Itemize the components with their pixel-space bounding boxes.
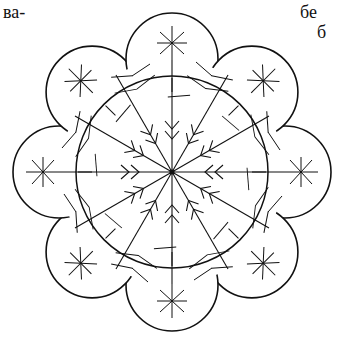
radial-fibres [60,60,284,284]
page-text-fragment: б [317,22,326,42]
page-text-fragment: ва- [3,2,25,22]
page-text-fragment: бе [300,2,317,22]
center-point [170,170,175,175]
outer-lobes [13,13,331,331]
lobe-crystals [26,26,318,318]
